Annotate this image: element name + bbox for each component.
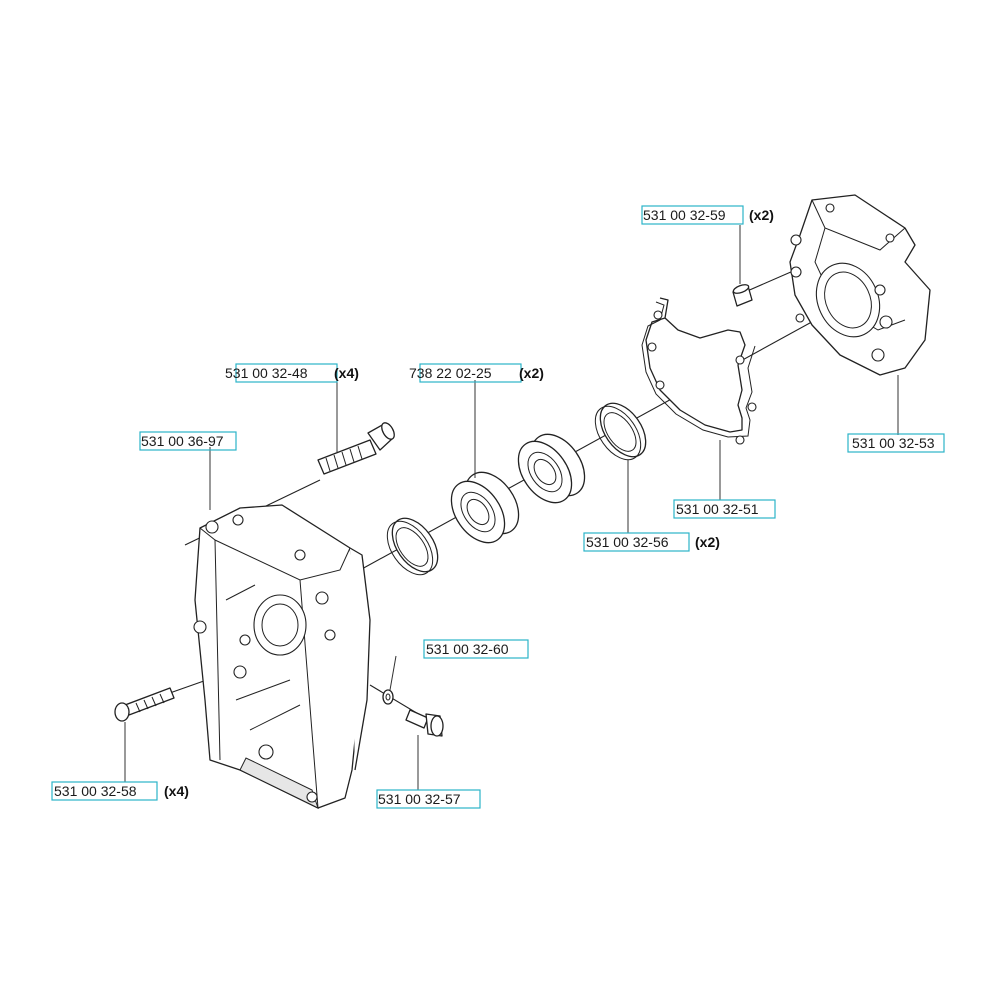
part-label-p2: 531 00 32-48 (x4)	[225, 363, 359, 383]
part-label-p9: 531 00 32-58 (x4)	[51, 781, 189, 801]
part-label-p3: 738 22 02-25 (x2)	[409, 363, 544, 383]
part-number-text: 531 00 32-48	[225, 365, 308, 381]
small-screw-left-drawing	[114, 687, 175, 722]
quantity-text: (x2)	[519, 365, 544, 381]
part-number-text: 531 00 32-59	[643, 207, 726, 223]
quantity-text: (x2)	[749, 207, 774, 223]
gasket-drawing	[641, 297, 757, 445]
housing-cover-drawing	[789, 194, 931, 376]
part-label-p1: 531 00 32-59 (x2)	[641, 205, 774, 225]
quantity-text: (x2)	[695, 534, 720, 550]
long-bolt-drawing	[317, 422, 395, 475]
part-label-p5: 531 00 32-53	[847, 433, 945, 453]
leader-lines	[124, 225, 899, 790]
part-number-text: 738 22 02-25	[409, 365, 492, 381]
washer-drawing	[382, 689, 394, 705]
part-label-p7: 531 00 32-56 (x2)	[583, 532, 720, 552]
seal-ring-right-drawing	[594, 402, 647, 461]
part-label-p10: 531 00 32-57	[376, 789, 481, 809]
part-label-p6: 531 00 32-51	[673, 499, 776, 519]
part-number-text: 531 00 32-56	[586, 534, 669, 550]
part-number-text: 531 00 32-51	[676, 501, 759, 517]
part-number-text: 531 00 32-60	[426, 641, 509, 657]
part-number-text: 531 00 32-57	[378, 791, 461, 807]
part-label-p4: 531 00 36-97	[139, 431, 237, 451]
pin-drawing	[732, 284, 753, 307]
main-housing-drawing	[193, 504, 371, 809]
part-number-text: 531 00 36-97	[141, 433, 224, 449]
bearing-left-drawing	[450, 471, 520, 544]
part-label-p8: 531 00 32-60	[423, 639, 529, 659]
part-number-text: 531 00 32-53	[852, 435, 935, 451]
quantity-text: (x4)	[334, 365, 359, 381]
small-screw-right-drawing	[405, 709, 444, 737]
bearing-right-drawing	[517, 433, 586, 504]
part-number-text: 531 00 32-58	[54, 783, 137, 799]
seal-ring-left-drawing	[386, 517, 439, 576]
quantity-text: (x4)	[164, 783, 189, 799]
